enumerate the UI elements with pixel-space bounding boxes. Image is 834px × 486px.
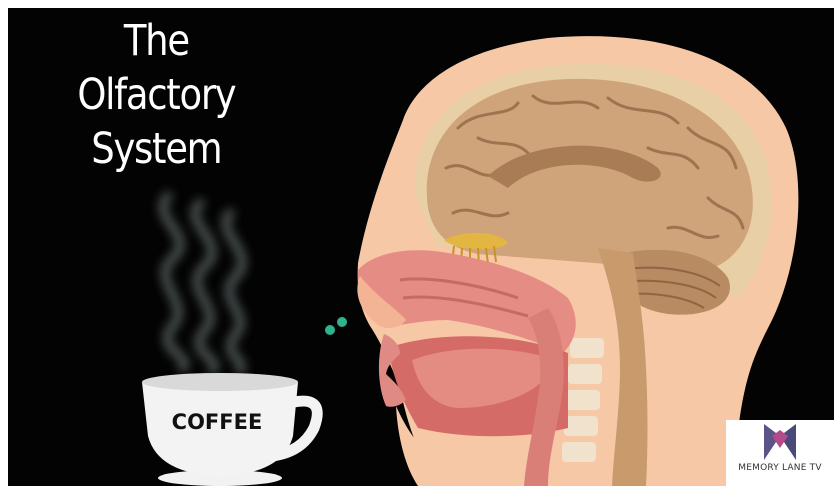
steam [163,196,242,370]
logo-text: MEMORY LANE TV [726,463,834,473]
cup-label: COFFEE [172,410,263,434]
memory-lane-logo-icon [764,424,796,460]
page-title: The Olfactory System [8,14,305,176]
odor-particle [325,325,335,335]
odor-particles [325,317,347,335]
title-line-2: Olfactory System [8,68,305,176]
title-line-1: The [8,14,305,68]
coffee-cup: COFFEE [142,373,317,486]
odor-particle [337,317,347,327]
video-canvas: COFFEE [8,8,834,486]
channel-logo[interactable]: MEMORY LANE TV [726,420,834,486]
